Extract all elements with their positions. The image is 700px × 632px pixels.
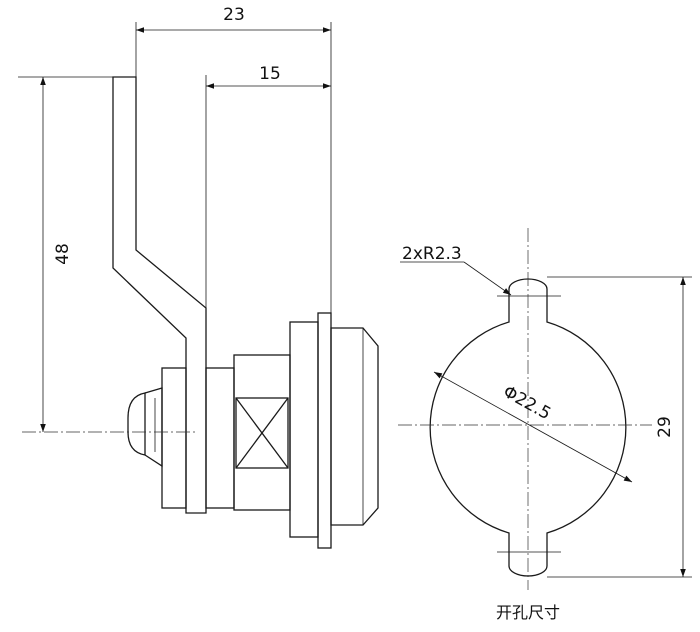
spacer-washer (161, 367, 187, 509)
dim-label-23: 23 (223, 5, 245, 25)
square-drive-inner (235, 397, 289, 469)
knob-dome (127, 392, 146, 456)
dim-label-diameter: Φ22.5 (500, 382, 555, 424)
knob-neck (144, 387, 163, 468)
dim-label-radius: 2xR2.3 (402, 244, 462, 264)
lock-cylinder (330, 327, 379, 526)
dim-label-48: 48 (53, 243, 73, 265)
dim-label-15: 15 (259, 64, 281, 84)
leader-radius-diag (463, 261, 512, 296)
dim-label-29: 29 (655, 416, 675, 438)
nut-body (205, 367, 235, 509)
flange-plate (289, 321, 319, 538)
cutout-caption: 开孔尺寸 (496, 603, 560, 622)
flange-plate-thin (317, 312, 332, 549)
side-view: 23 15 48 (18, 5, 379, 549)
cam-arm-outline (112, 76, 207, 514)
cutout-view: Φ22.5 2xR2.3 29 开孔尺寸 (398, 228, 692, 622)
dim-line-diameter (433, 371, 633, 483)
cutout-outline (429, 278, 627, 577)
square-cross-b (235, 397, 289, 469)
